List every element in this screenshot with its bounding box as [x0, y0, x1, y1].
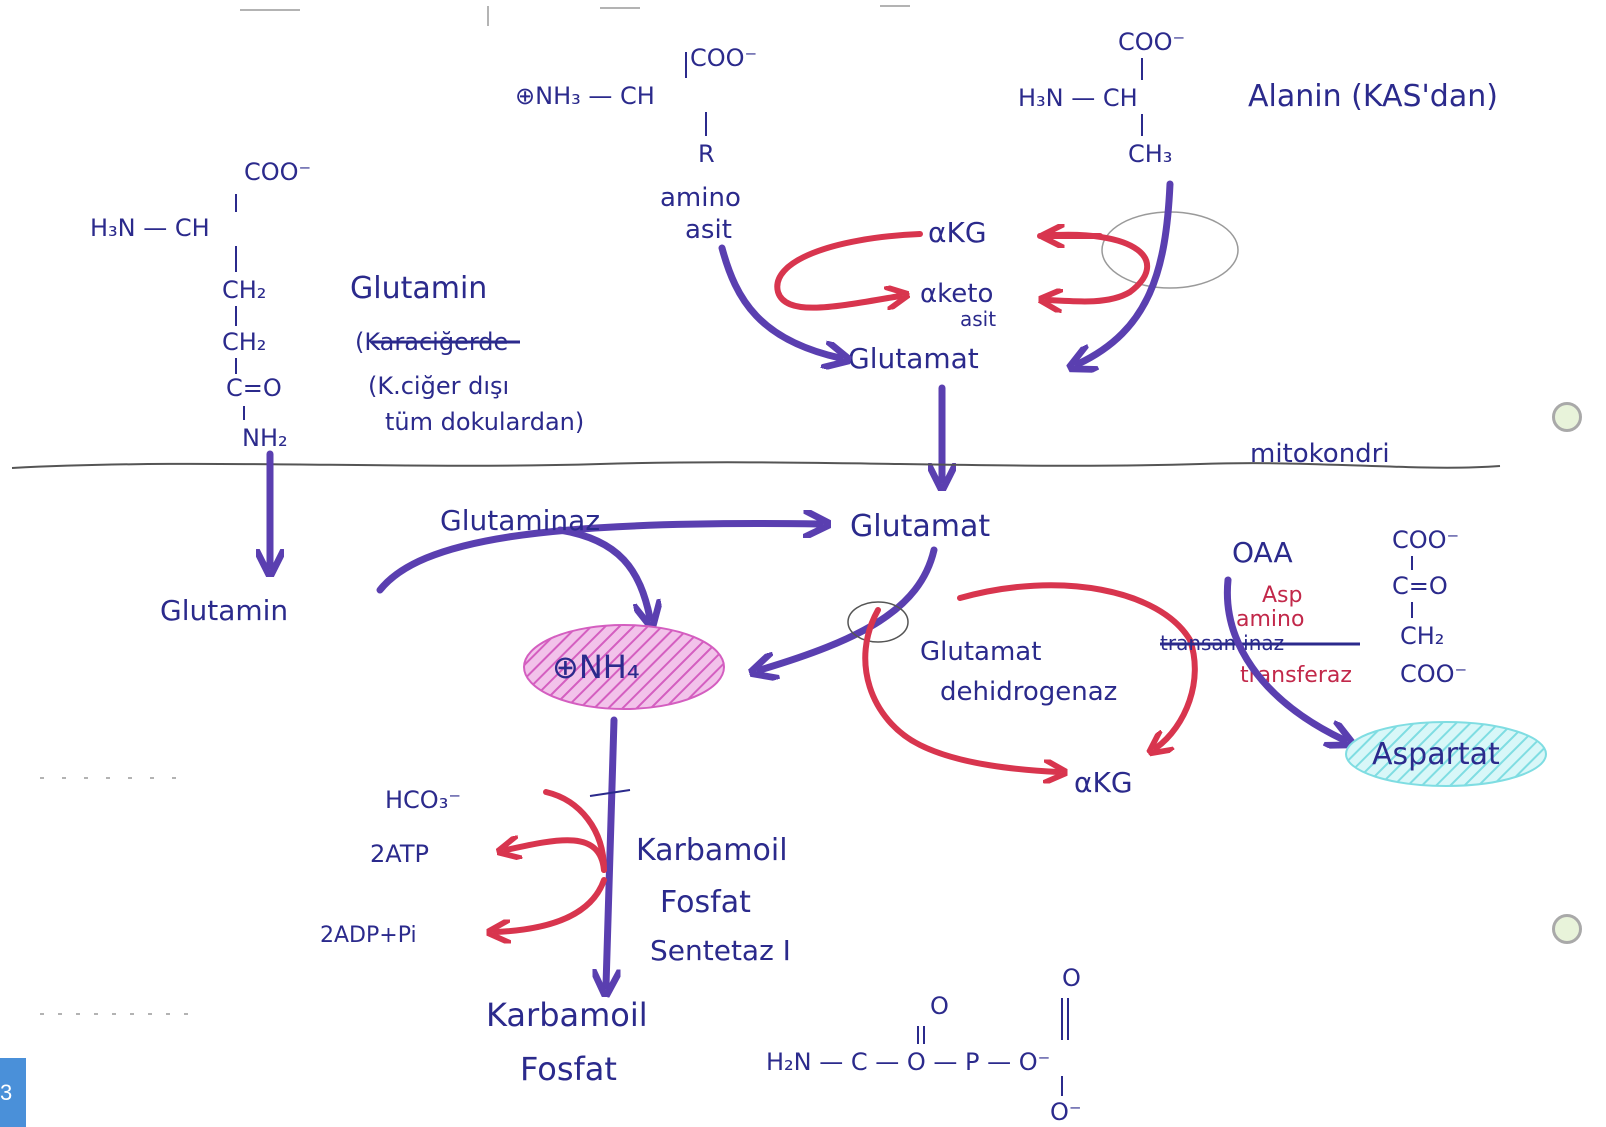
upper-aketo-label-1: αketo: [920, 279, 993, 309]
mitochondria-label: mitokondri: [1250, 439, 1390, 469]
aspartate-label: Aspartat: [1372, 737, 1500, 772]
gdh-label-2: dehidrogenaz: [940, 677, 1117, 707]
alanine-to-glutamate-arrow: [1078, 180, 1174, 364]
upper-aketo-label-2: asit: [960, 307, 996, 331]
ammonium-to-carbamoyl-arrow: [606, 716, 614, 986]
hco3-label: HCO₃⁻: [385, 786, 461, 814]
ast-label-1: Asp: [1262, 583, 1302, 608]
amino-acid-carboxyl: COO⁻: [690, 44, 757, 72]
cps-enzyme-1: Karbamoil: [636, 833, 788, 868]
glutaminase-label: Glutaminaz: [440, 504, 600, 537]
oaa-to-aspartate-arrow: [1223, 576, 1344, 740]
glutamine-amide: NH₂: [242, 424, 288, 452]
formula-o-top-2: O: [1062, 964, 1081, 992]
glutamine-structure: COO⁻ H₃N — CH CH₂ CH₂ C=O NH₂ Glutamin (…: [90, 158, 584, 452]
cps-enzyme-2: Fosfat: [660, 885, 751, 920]
glutamine-backbone: H₃N — CH: [90, 214, 210, 242]
amino-acid-label-2: asit: [685, 215, 732, 245]
gdh-right-red-arrow: [957, 582, 1198, 748]
atp-label: 2ATP: [370, 840, 429, 868]
hco3-red-curve: [543, 789, 607, 873]
page-number: 3: [0, 1079, 13, 1105]
alanine-structure: COO⁻ H₃N — CH CH₃ Alanin (KAS'dan): [1018, 28, 1498, 168]
amino-acid-structure: COO⁻ ⊕NH₃ — CH R amino asit: [515, 44, 757, 245]
formula-main: H₂N — C — O — P — O⁻: [766, 1048, 1050, 1076]
ammonium-highlight: [523, 624, 725, 710]
lower-akg-label: αKG: [1074, 766, 1133, 799]
glutamine-carbonyl: C=O: [226, 374, 282, 402]
upper-right-red-arrow: [1037, 231, 1151, 302]
gdh-hatch-mark: [847, 601, 909, 643]
glutamine-label: Glutamin: [350, 271, 487, 306]
oaa-struct-4: COO⁻: [1400, 660, 1467, 688]
adp-red-arrow: [496, 877, 607, 932]
oaa-structure: COO⁻ C=O CH₂ COO⁻: [1392, 526, 1467, 688]
glutamine-note-1: (K.ciğer dışı: [368, 372, 509, 400]
upper-left-red-arrow: [774, 231, 923, 311]
oaa-struct-1: COO⁻: [1392, 526, 1459, 554]
amino-acid-backbone: ⊕NH₃ — CH: [515, 82, 655, 110]
formula-o-bottom: O⁻: [1050, 1098, 1082, 1126]
glutamine-ch2-1: CH₂: [222, 276, 266, 304]
carbamoyl-phosphate-2: Fosfat: [520, 1050, 617, 1088]
lower-glutamate-label: Glutamat: [850, 509, 990, 544]
alanine-carboxyl: COO⁻: [1118, 28, 1185, 56]
ammonium-label: ⊕NH₄: [552, 648, 640, 686]
glutaminase-arrow: [376, 524, 820, 594]
binder-hole-bottom: [1552, 914, 1582, 944]
upper-akg-label: αKG: [928, 216, 987, 249]
mitochondrial-membrane: mitokondri: [11, 439, 1501, 469]
carbamoyl-phosphate-1: Karbamoil: [486, 996, 648, 1034]
oaa-struct-3: CH₂: [1400, 622, 1444, 650]
scan-dashes: [40, 777, 200, 1015]
upper-glutamate-label: Glutamat: [848, 342, 979, 375]
upper-transamination: αKG αketo asit Glutamat: [718, 180, 1239, 480]
glutamine-lower-label: Glutamin: [160, 594, 288, 627]
carbamoyl-phosphate-formula: H₂N — C — O — P — O⁻ O O O⁻: [766, 964, 1082, 1126]
cps-enzyme-3: Sentetaz I: [650, 934, 791, 967]
gdh-left-red-arrow: [862, 607, 1058, 772]
oaa-label: OAA: [1232, 536, 1293, 569]
alanine-backbone: H₃N — CH: [1018, 84, 1138, 112]
gdh-label-1: Glutamat: [920, 637, 1041, 667]
glutamate-to-ammonium-arrow: [760, 546, 938, 670]
binder-hole-top: [1552, 402, 1582, 432]
adp-label: 2ADP+Pi: [320, 923, 417, 948]
ast-label-2: amino: [1236, 607, 1304, 632]
aspartate-highlight: [1345, 721, 1547, 787]
amino-acid-label-1: amino: [660, 183, 741, 213]
cps-section: HCO₃⁻ 2ATP 2ADP+Pi Karbamoil Fosfat Sent…: [320, 716, 1082, 1126]
oaa-struct-2: C=O: [1392, 572, 1448, 600]
amino-acid-side-chain: R: [698, 140, 715, 168]
page-number-badge: 3: [0, 1058, 26, 1127]
scan-marks: [240, 5, 910, 26]
formula-o-top-1: O: [930, 992, 949, 1020]
glutamine-ch2-2: CH₂: [222, 328, 266, 356]
glutamine-note-2: tüm dokulardan): [385, 408, 584, 436]
lower-pathway: Glutamin Glutaminaz Glutamat ⊕NH₄ Glutam…: [160, 450, 1547, 799]
alanine-label: Alanin (KAS'dan): [1248, 79, 1498, 114]
glutaminase-to-ammonium-arrow: [556, 526, 650, 618]
glutamine-carboxyl: COO⁻: [244, 158, 311, 186]
alanine-methyl: CH₃: [1128, 140, 1172, 168]
atp-red-arrow: [506, 840, 607, 873]
aminoacid-to-glutamate-arrow: [718, 244, 840, 358]
